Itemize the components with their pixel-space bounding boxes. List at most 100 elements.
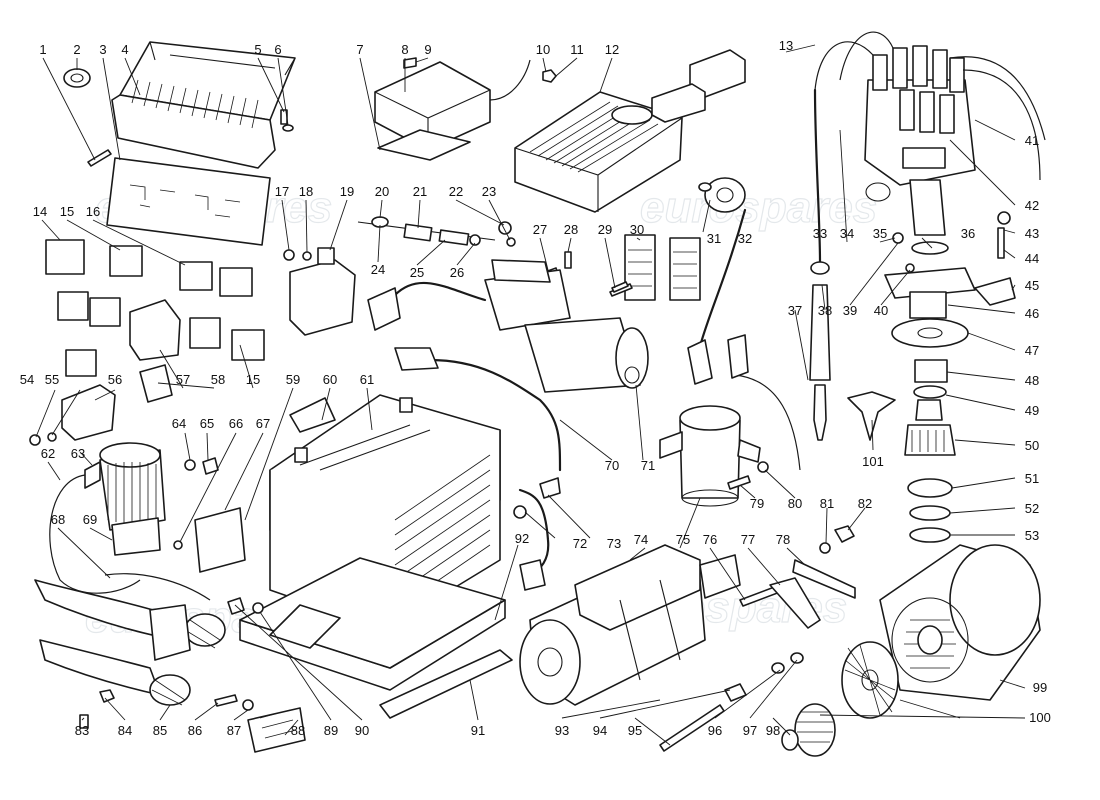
- ignition-coil[interactable]: [659, 405, 761, 507]
- nut[interactable]: [513, 505, 527, 519]
- callout-label: 46: [1025, 306, 1039, 321]
- screw[interactable]: [611, 281, 629, 293]
- washer[interactable]: [282, 124, 294, 132]
- washer[interactable]: [819, 542, 831, 554]
- screw[interactable]: [727, 475, 751, 490]
- spark-plug[interactable]: [813, 384, 827, 441]
- callout-label: 10: [536, 42, 550, 57]
- nut[interactable]: [99, 689, 115, 703]
- callout-label: 54: [20, 372, 34, 387]
- distributor-base[interactable]: [884, 241, 976, 543]
- ignition-module[interactable]: [374, 57, 531, 161]
- relay-board[interactable]: [106, 157, 271, 246]
- callout-label: 90: [355, 723, 369, 738]
- connector-block[interactable]: [624, 234, 701, 301]
- cable-terminal[interactable]: [519, 559, 546, 591]
- washer[interactable]: [242, 699, 254, 711]
- callout-label: 24: [371, 262, 385, 277]
- plug-boot[interactable]: [687, 339, 713, 385]
- plug-boot[interactable]: [809, 284, 831, 381]
- callout-label: 47: [1025, 343, 1039, 358]
- callout-label: 50: [1025, 438, 1039, 453]
- callout-label: 65: [200, 416, 214, 431]
- sensor[interactable]: [698, 177, 746, 213]
- wiper-motor[interactable]: [367, 259, 649, 393]
- callout-label: 44: [1025, 251, 1039, 266]
- washer[interactable]: [184, 459, 196, 471]
- connector[interactable]: [651, 83, 706, 123]
- screw[interactable]: [79, 714, 89, 729]
- spacer[interactable]: [724, 683, 747, 702]
- callout-label: 33: [813, 226, 827, 241]
- link-plate[interactable]: [769, 577, 821, 629]
- callout-labels: 1 2 3 4 5 6 7 8 9 10 11 12 13 14 15 15 1…: [20, 38, 1051, 738]
- callout-label: 19: [340, 184, 354, 199]
- washer[interactable]: [173, 540, 183, 550]
- distributor[interactable]: [814, 31, 1046, 236]
- spacer[interactable]: [202, 457, 219, 475]
- rotor[interactable]: [847, 391, 896, 441]
- horn-assembly[interactable]: [34, 579, 226, 706]
- callout-label: 49: [1025, 403, 1039, 418]
- washer[interactable]: [905, 263, 915, 273]
- alternator-fan[interactable]: [841, 641, 899, 719]
- washer[interactable]: [302, 251, 312, 261]
- cable-terminal[interactable]: [394, 347, 439, 371]
- nut[interactable]: [283, 249, 295, 261]
- callout-label: 91: [471, 723, 485, 738]
- resistor-assembly[interactable]: [357, 216, 516, 247]
- callout-label: 58: [211, 372, 225, 387]
- washer[interactable]: [790, 652, 804, 664]
- callout-label: 15: [60, 204, 74, 219]
- fuse-box[interactable]: [111, 41, 296, 169]
- nut[interactable]: [834, 525, 855, 543]
- screw[interactable]: [564, 251, 572, 269]
- callout-label: 66: [229, 416, 243, 431]
- callout-label: 81: [820, 496, 834, 511]
- callout-label: 78: [776, 532, 790, 547]
- control-unit[interactable]: [514, 91, 683, 213]
- washer[interactable]: [771, 662, 785, 674]
- callout-label: 3: [99, 42, 106, 57]
- nut[interactable]: [29, 434, 41, 446]
- relay-bracket[interactable]: [194, 507, 246, 573]
- battery-bracket[interactable]: [379, 649, 513, 719]
- callout-label: 14: [33, 204, 47, 219]
- clamp[interactable]: [974, 277, 1016, 306]
- callout-label: 31: [707, 231, 721, 246]
- plug-boot[interactable]: [727, 334, 749, 379]
- callout-label: 40: [874, 303, 888, 318]
- callout-label: 63: [71, 446, 85, 461]
- callout-label: 71: [641, 458, 655, 473]
- relay[interactable]: [61, 384, 116, 441]
- flasher-unit[interactable]: [84, 442, 166, 556]
- grommet[interactable]: [63, 68, 91, 88]
- nut[interactable]: [997, 211, 1011, 225]
- alternator-pulley[interactable]: [781, 703, 836, 757]
- link-plate[interactable]: [792, 559, 856, 599]
- starter-motor[interactable]: [519, 544, 741, 706]
- washer[interactable]: [47, 432, 57, 442]
- horn-wire: [104, 573, 211, 601]
- battery-tray[interactable]: [239, 557, 506, 691]
- callout-label: 76: [703, 532, 717, 547]
- screw[interactable]: [87, 149, 112, 167]
- callout-label: 25: [410, 265, 424, 280]
- callout-label: 53: [1025, 528, 1039, 543]
- callout-label: 29: [598, 222, 612, 237]
- washer[interactable]: [757, 461, 769, 473]
- callout-label: 15: [246, 372, 260, 387]
- alternator[interactable]: [879, 544, 1041, 701]
- relay[interactable]: [139, 364, 173, 403]
- nut[interactable]: [542, 69, 557, 83]
- relay-set[interactable]: [45, 239, 265, 377]
- relay[interactable]: [289, 247, 356, 336]
- washer[interactable]: [252, 602, 264, 614]
- callout-label: 67: [256, 416, 270, 431]
- cable-terminal[interactable]: [539, 477, 561, 499]
- stud[interactable]: [997, 227, 1005, 259]
- grommet[interactable]: [810, 261, 830, 275]
- screw[interactable]: [280, 109, 288, 125]
- screw[interactable]: [214, 694, 238, 707]
